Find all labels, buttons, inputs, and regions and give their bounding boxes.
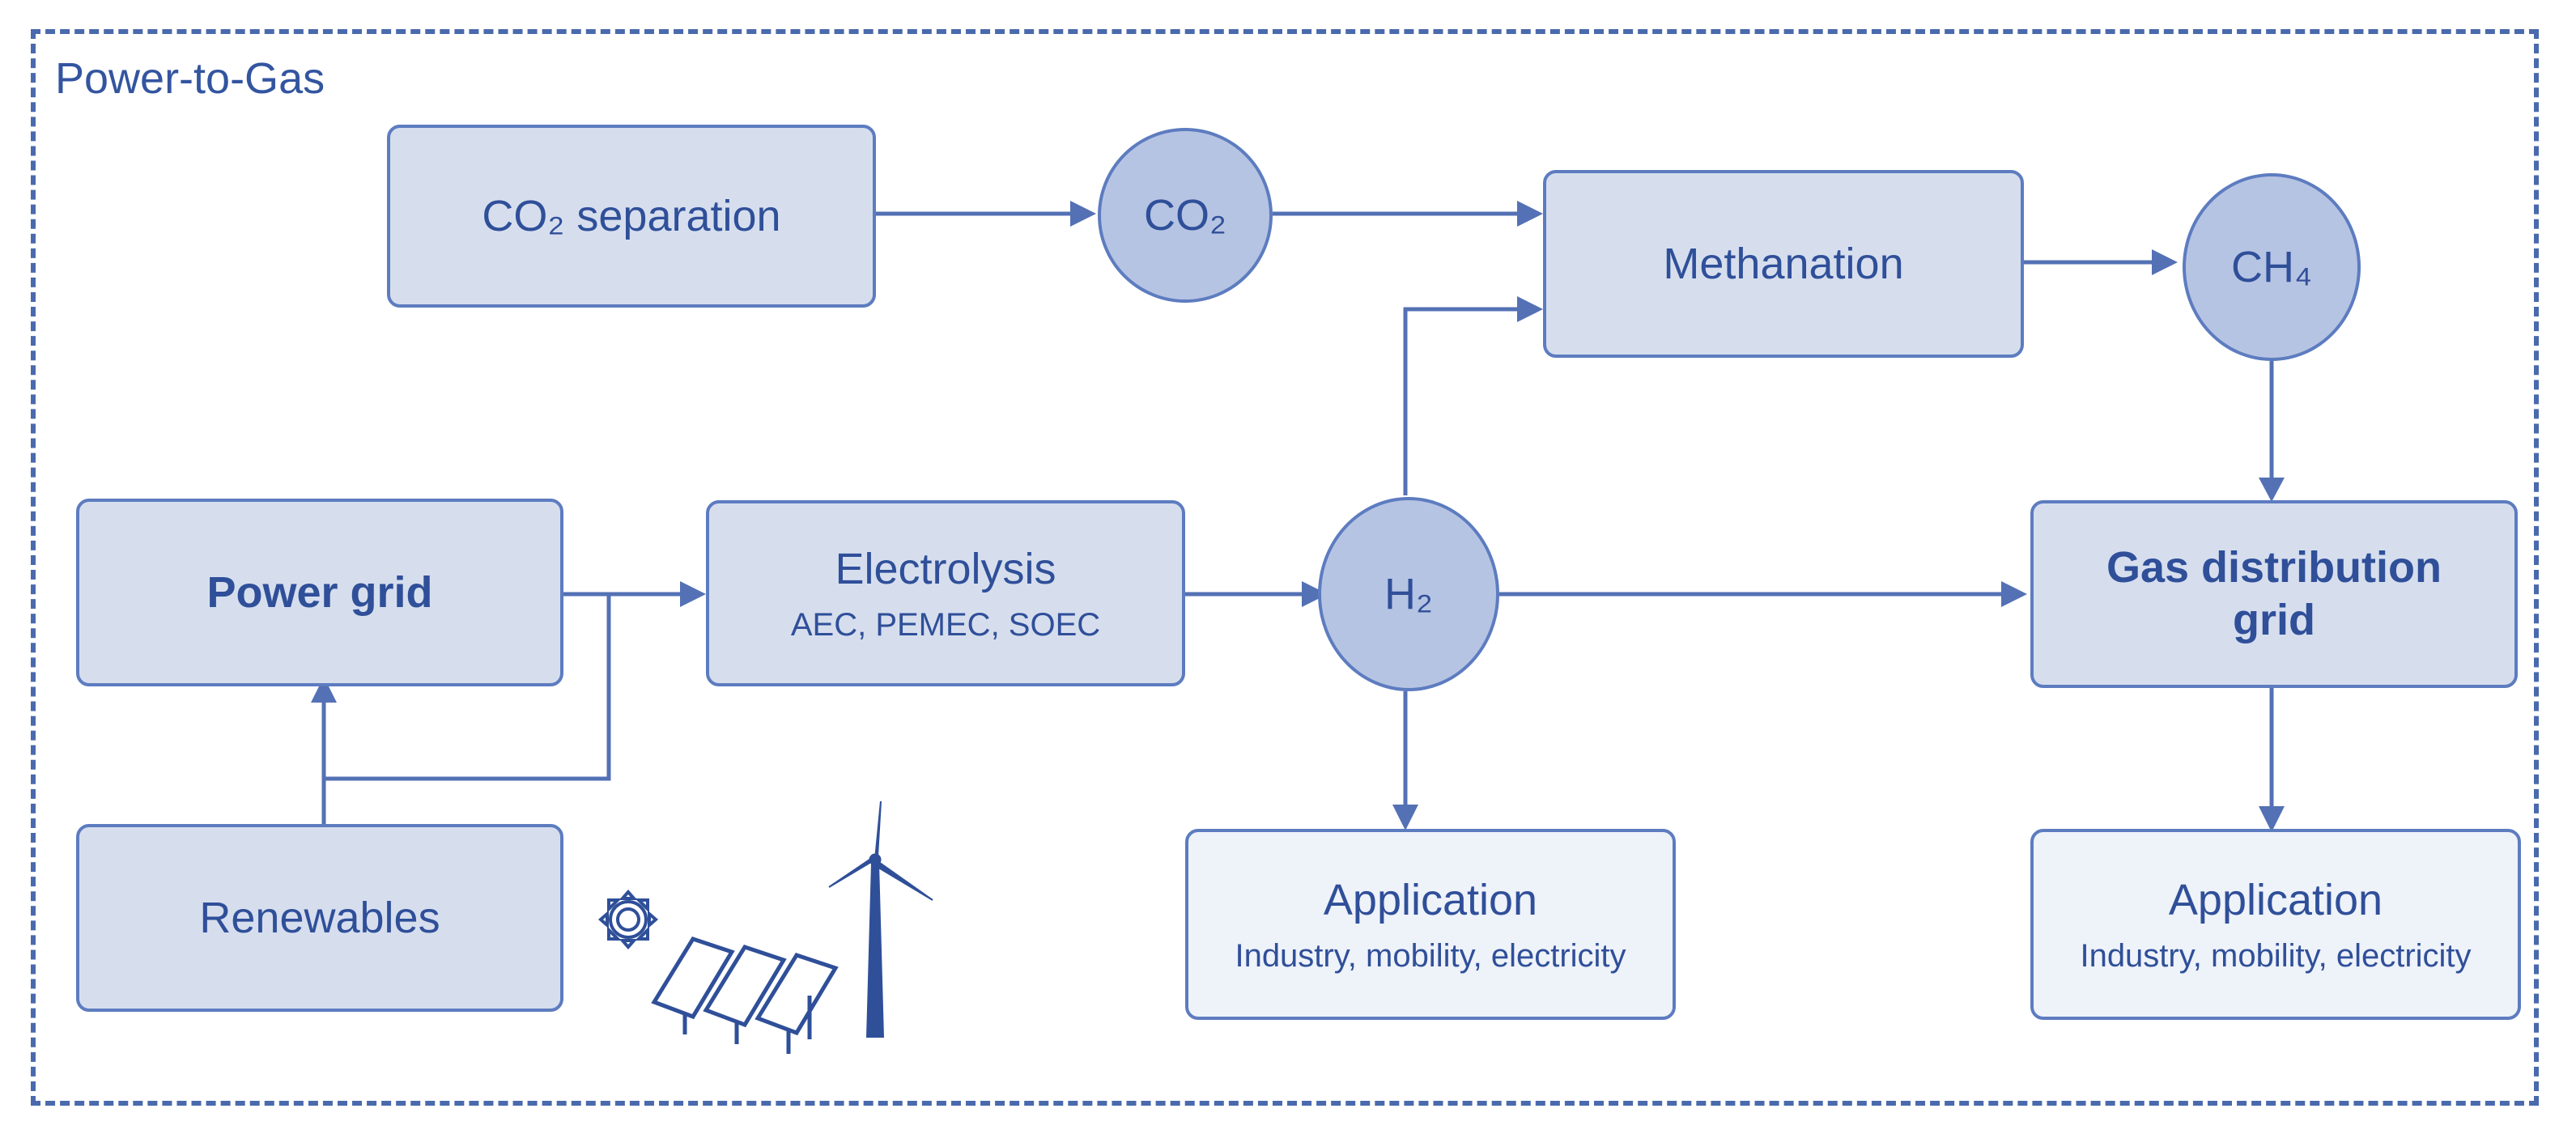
arrowhead xyxy=(1302,581,1328,607)
power-to-gas-frame xyxy=(31,29,2539,1106)
arrowhead xyxy=(2001,581,2027,607)
co2-separation-box: CO₂ separation xyxy=(387,125,876,308)
arrowhead xyxy=(1517,296,1543,322)
ch4-node-label: CH₄ xyxy=(2230,242,2313,291)
application-h2-label: Application xyxy=(1323,876,1538,925)
solar-panel-icon xyxy=(651,937,839,1054)
co2-node-label: CO₂ xyxy=(1144,190,1226,240)
electrolysis-box: Electrolysis AEC, PEMEC, SOEC xyxy=(706,500,1185,686)
sun-icon xyxy=(597,889,659,950)
gas-distribution-grid-label: Gas distribution grid xyxy=(2106,543,2442,644)
electrolysis-subtitle: AEC, PEMEC, SOEC xyxy=(790,606,1101,643)
h2-node-label: H₂ xyxy=(1384,569,1433,618)
methanation-label: Methanation xyxy=(1663,239,1904,288)
frame-title: Power-to-Gas xyxy=(55,54,325,103)
arrowhead xyxy=(1517,201,1543,227)
arrowhead xyxy=(2259,478,2285,502)
arrowhead xyxy=(680,581,706,607)
wind-turbine-icon xyxy=(828,801,933,1038)
gas-distribution-grid-box: Gas distribution grid xyxy=(2030,500,2518,688)
application-h2-box: Application Industry, mobility, electric… xyxy=(1185,829,1676,1020)
arrowhead xyxy=(1392,805,1418,830)
co2-node: CO₂ xyxy=(1098,128,1273,303)
application-gas-label: Application xyxy=(2168,876,2383,925)
renewables-label: Renewables xyxy=(199,893,440,942)
application-gas-subtitle: Industry, mobility, electricity xyxy=(2080,937,2472,974)
arrowhead xyxy=(311,677,337,703)
ch4-node: CH₄ xyxy=(2183,173,2361,361)
arrowhead xyxy=(2259,806,2285,832)
h2-node: H₂ xyxy=(1318,497,1499,691)
application-gas-box: Application Industry, mobility, electric… xyxy=(2030,829,2521,1020)
application-h2-subtitle: Industry, mobility, electricity xyxy=(1235,937,1626,974)
power-grid-label: Power grid xyxy=(206,567,433,617)
renewables-box: Renewables xyxy=(76,824,563,1012)
electrolysis-label: Electrolysis xyxy=(835,545,1056,594)
methanation-box: Methanation xyxy=(1543,170,2024,358)
arrowhead xyxy=(1070,201,1096,227)
power-grid-box: Power grid xyxy=(76,499,563,686)
arrowhead xyxy=(2152,249,2178,275)
arrow-h2-to-methanation xyxy=(1403,307,1528,495)
co2-separation-label: CO₂ separation xyxy=(482,191,781,240)
